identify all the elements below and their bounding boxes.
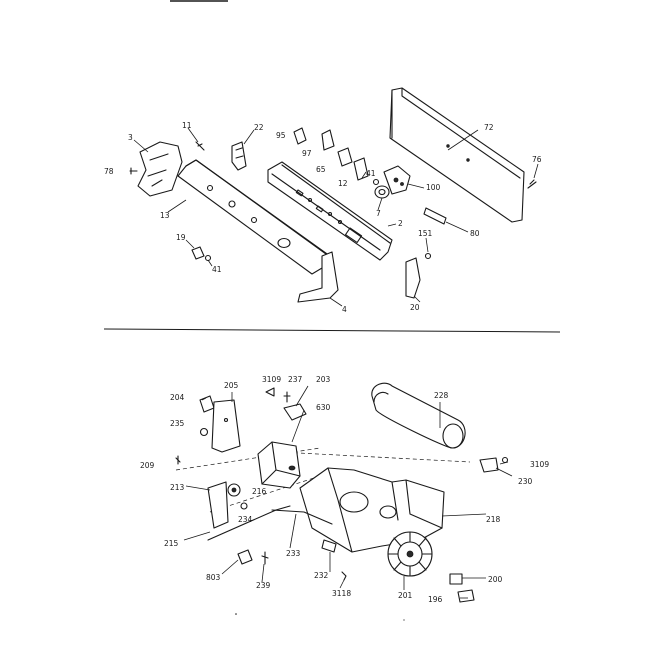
screw-41-upper: [372, 178, 380, 186]
blower-motor-assembly: [175, 382, 509, 603]
switch-65: [337, 147, 353, 167]
callout-76: 76: [532, 155, 542, 164]
callout-78: 78: [104, 167, 114, 176]
callout-3109-upper: 3109: [262, 375, 281, 384]
callout-3109-lower: 3109: [530, 460, 549, 469]
callout-205: 205: [224, 381, 239, 390]
callout-216: 216: [252, 487, 267, 496]
callout-228: 228: [434, 391, 449, 400]
bracket-203: [283, 403, 307, 421]
callout-204: 204: [170, 393, 185, 402]
control-panel-assembly: [129, 87, 537, 303]
callout-97: 97: [302, 149, 312, 158]
clip-232: [321, 539, 337, 553]
back-panel-72: [389, 87, 525, 223]
callout-12: 12: [338, 179, 348, 188]
bracket-204: [199, 395, 215, 413]
callout-196: 196: [428, 595, 443, 604]
support-bracket-4: [297, 251, 339, 303]
lamp-80: [423, 207, 447, 225]
callout-95: 95: [276, 131, 286, 140]
callout-13: 13: [160, 211, 170, 220]
callout-41-upper: 41: [366, 169, 376, 178]
callout-80: 80: [470, 229, 480, 238]
screw-76: [527, 179, 537, 189]
callout-7: 7: [376, 209, 381, 218]
callout-3118: 3118: [332, 589, 351, 598]
part-19: [191, 246, 205, 260]
clip-239: [261, 551, 269, 565]
callout-3: 3: [128, 133, 133, 142]
callout-203: 203: [316, 375, 331, 384]
section-divider: [103, 328, 561, 333]
switch-bracket-213: [207, 481, 229, 529]
leader-lines: [133, 127, 539, 599]
blower-housing-218: [299, 467, 445, 553]
callout-803: 803: [206, 573, 221, 582]
callout-65: 65: [316, 165, 326, 174]
callout-200: 200: [488, 575, 503, 584]
bracket-22: [231, 141, 247, 171]
callout-19: 19: [176, 233, 186, 242]
callout-100: 100: [426, 183, 441, 192]
knob-7: [374, 185, 390, 199]
callout-237: 237: [288, 375, 303, 384]
clip-803: [237, 549, 253, 565]
callout-209: 209: [140, 461, 155, 470]
callout-234: 234: [238, 515, 253, 524]
callout-20: 20: [410, 303, 420, 312]
switch-95: [293, 127, 307, 145]
screw-234: [240, 502, 248, 510]
callout-239: 239: [256, 581, 271, 590]
callout-235: 235: [170, 419, 185, 428]
sensor-230: [479, 457, 499, 473]
clip-3118: [341, 571, 347, 581]
scan-specks: [235, 613, 405, 621]
drum-belt-228: [371, 382, 466, 449]
screw-78: [129, 167, 138, 175]
callout-233: 233: [286, 549, 301, 558]
callout-4: 4: [342, 305, 347, 314]
end-cap-left: [137, 141, 183, 197]
screw-11: [195, 141, 205, 151]
callout-11: 11: [182, 121, 192, 130]
clip-209: [175, 455, 181, 465]
callout-72: 72: [484, 123, 494, 132]
callout-218: 218: [486, 515, 501, 524]
part-200: [449, 573, 463, 585]
callout-41-lower: 41: [212, 265, 222, 274]
screw-41-lower: [204, 254, 212, 262]
callout-22: 22: [254, 123, 264, 132]
callout-232: 232: [314, 571, 329, 580]
bracket-20: [405, 257, 421, 299]
callout-230: 230: [518, 477, 533, 486]
screw-151: [424, 252, 432, 260]
blower-wheel-201: [387, 531, 433, 577]
callout-labels: 3 11 22 78 13 19 41 95 97 65 12 41 7 100…: [104, 121, 549, 604]
callout-201: 201: [398, 591, 413, 600]
motor-plate-205: [211, 399, 241, 453]
screw-235: [199, 427, 209, 437]
clip-3109-lower: [501, 456, 509, 464]
base-233: [271, 509, 333, 525]
callout-2: 2: [398, 219, 403, 228]
part-196: [457, 589, 475, 603]
callout-630: 630: [316, 403, 331, 412]
callout-215: 215: [164, 539, 179, 548]
callout-213: 213: [170, 483, 185, 492]
clip-3109-upper: [265, 387, 275, 397]
screw-237: [283, 391, 291, 403]
callout-151: 151: [418, 229, 433, 238]
switch-97: [321, 129, 335, 151]
